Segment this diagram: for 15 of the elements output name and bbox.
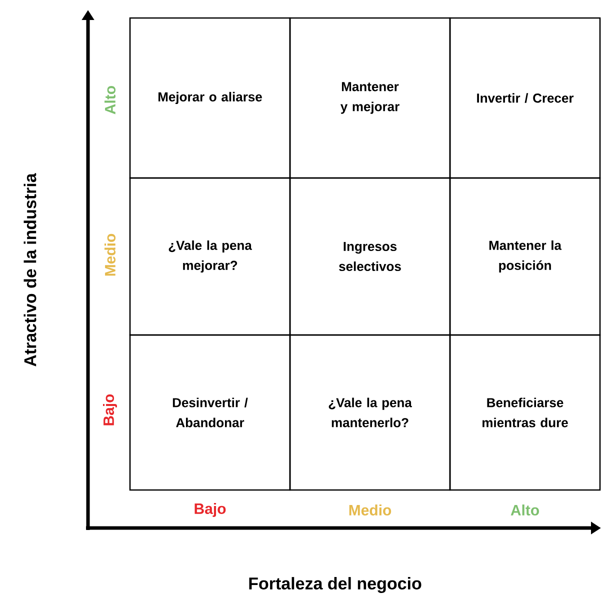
matrix-cell: Beneficiarse mientras dure	[449, 334, 601, 491]
column-label: Alto	[510, 504, 539, 516]
matrix-cell: Ingresos selectivos	[289, 177, 451, 336]
matrix-cell: ¿Vale la pena mejorar?	[129, 177, 291, 336]
row-label: Alto	[104, 86, 116, 114]
matrix-cell: Mantener y mejorar	[289, 17, 451, 179]
matrix-cell: Desinvertir / Abandonar	[129, 334, 291, 491]
axis-title: Atractivo de la industria	[24, 173, 36, 366]
axis-title: Fortaleza del negocio	[249, 577, 422, 593]
matrix-cell: Invertir / Crecer	[449, 17, 601, 179]
matrix-cell: Mantener la posición	[449, 177, 601, 336]
matrix-cell: Mejorar o aliarse	[129, 17, 291, 179]
row-label: Medio	[104, 234, 116, 276]
matrix-cell: ¿Vale la pena mantenerlo?	[289, 334, 451, 491]
column-label: Medio	[349, 504, 392, 516]
